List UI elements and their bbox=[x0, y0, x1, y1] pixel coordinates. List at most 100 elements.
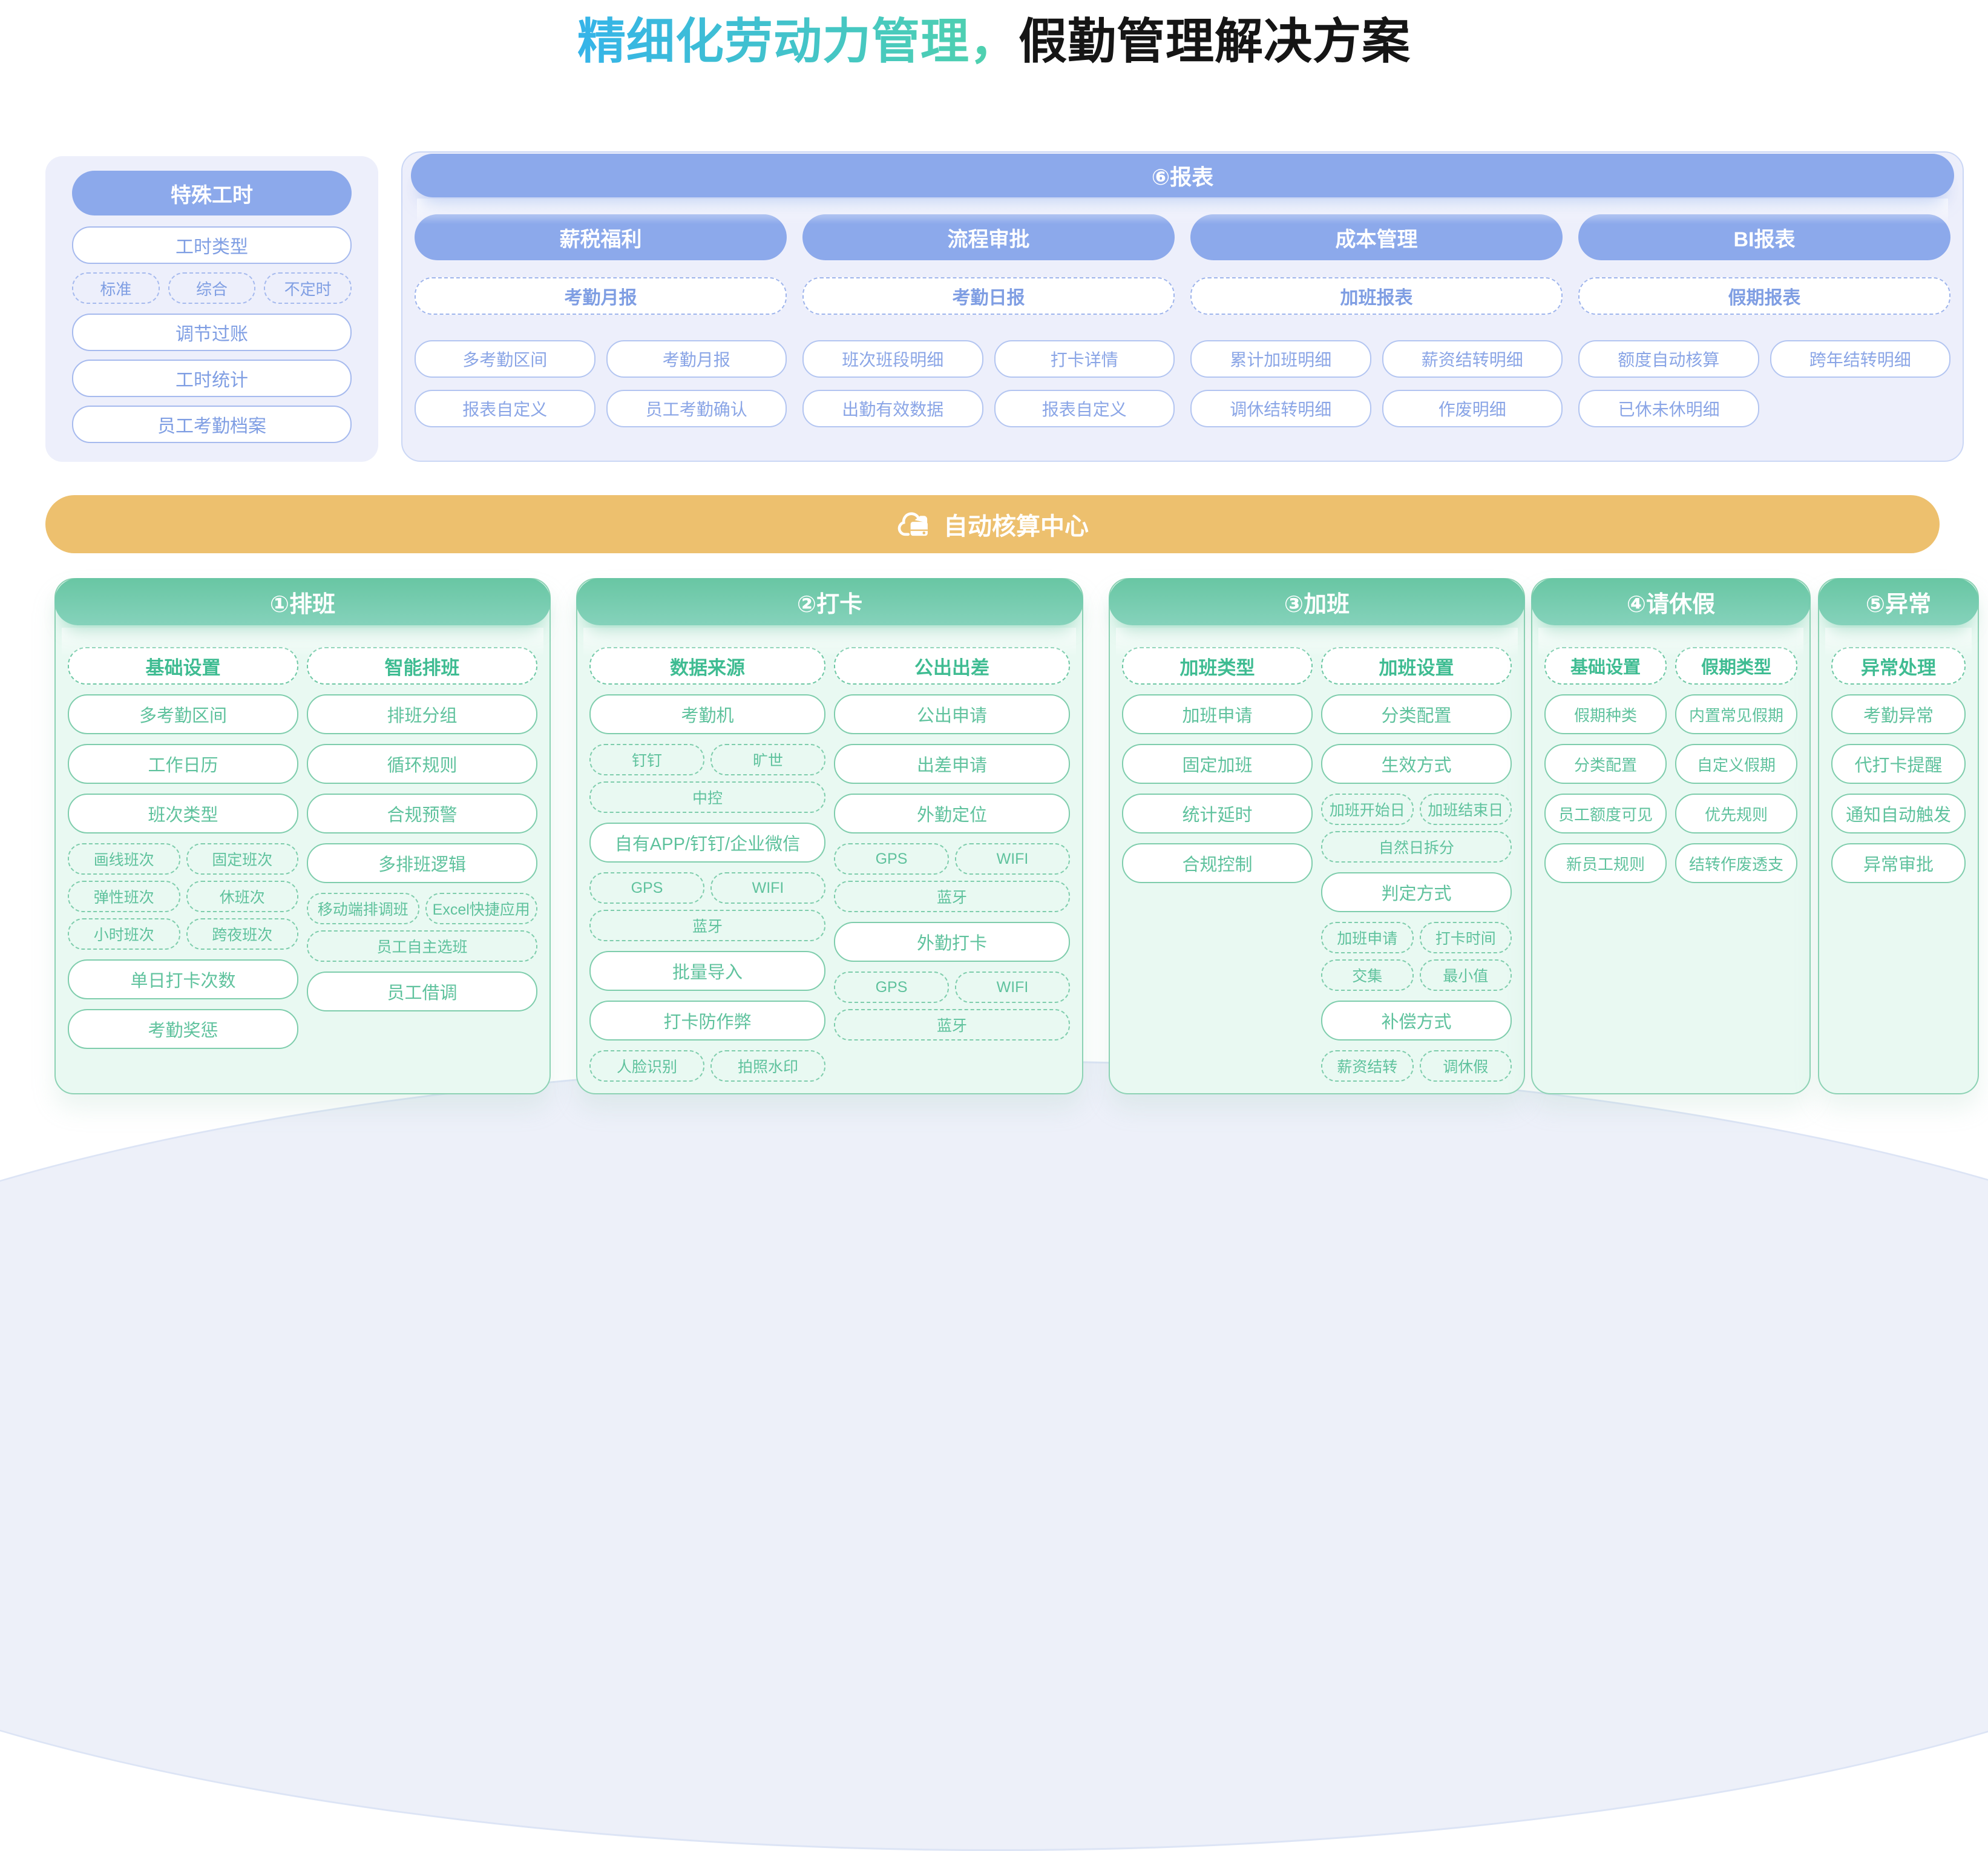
feature-tag: GPS bbox=[834, 972, 949, 1003]
feature-pill: 单日打卡次数 bbox=[68, 959, 298, 999]
feature-tag: 跨夜班次 bbox=[186, 918, 298, 950]
feature-tag: 画线班次 bbox=[68, 843, 180, 875]
feature-tag: 最小值 bbox=[1419, 959, 1512, 991]
feature-tag: GPS bbox=[589, 872, 704, 904]
report-featured-pill: 加班报表 bbox=[1190, 277, 1563, 315]
process-column: 异常处理考勤异常代打卡提醒通知自动触发异常审批 bbox=[1831, 647, 1966, 893]
feature-pill: 结转作废透支 bbox=[1675, 843, 1797, 883]
process-header-glow bbox=[1116, 628, 1518, 657]
process-panel-columns: 基础设置假期种类分类配置员工额度可见新员工规则假期类型内置常见假期自定义假期优先… bbox=[1544, 647, 1797, 893]
feature-tag: 自然日拆分 bbox=[1321, 831, 1512, 863]
feature-tag: 蓝牙 bbox=[834, 881, 1070, 912]
report-row: 调休结转明细作废明细 bbox=[1190, 390, 1563, 427]
feature-pill: 固定加班 bbox=[1122, 744, 1313, 784]
feature-tag: 蓝牙 bbox=[589, 910, 825, 941]
tag-row: 画线班次固定班次弹性班次休班次小时班次跨夜班次 bbox=[68, 843, 298, 950]
feature-tag: 小时班次 bbox=[68, 918, 180, 950]
report-row: 多考勤区间考勤月报 bbox=[415, 340, 787, 378]
tag-row: 加班申请打卡时间交集最小值 bbox=[1321, 922, 1512, 991]
process-panel-header: ③加班 bbox=[1109, 578, 1525, 625]
feature-tag: 标准 bbox=[72, 272, 160, 304]
feature-tag: 调休假 bbox=[1419, 1050, 1512, 1082]
cloud-server-icon bbox=[897, 512, 928, 536]
report-pill: 考勤月报 bbox=[606, 340, 787, 378]
report-pill: 多考勤区间 bbox=[415, 340, 595, 378]
special-hours-header: 特殊工时 bbox=[72, 171, 352, 215]
feature-pill: 生效方式 bbox=[1321, 744, 1512, 784]
report-pill: 额度自动核算 bbox=[1578, 340, 1759, 378]
page-title-rest: 假勤管理解决方案 bbox=[1019, 15, 1411, 68]
feature-tag: 加班申请 bbox=[1321, 922, 1414, 953]
feature-pill: 多排班逻辑 bbox=[307, 843, 537, 883]
feature-pill: 合规预警 bbox=[307, 794, 537, 833]
feature-pill: 班次类型 bbox=[68, 794, 298, 833]
report-pill: 跨年结转明细 bbox=[1770, 340, 1950, 378]
feature-pill: 异常审批 bbox=[1831, 843, 1966, 883]
background-ellipse bbox=[0, 1060, 1988, 1851]
report-panel: ⑥报表 薪税福利考勤月报多考勤区间考勤月报报表自定义员工考勤确认流程审批考勤日报… bbox=[401, 151, 1964, 462]
feature-pill: 工时统计 bbox=[72, 360, 352, 397]
process-header-glow bbox=[583, 628, 1076, 657]
process-header-glow bbox=[62, 628, 543, 657]
feature-tag: 弹性班次 bbox=[68, 881, 180, 912]
feature-tag: 员工自主选班 bbox=[307, 930, 537, 962]
feature-pill: 出差申请 bbox=[834, 744, 1070, 784]
feature-pill: 工时类型 bbox=[72, 226, 352, 264]
feature-tag: 打卡时间 bbox=[1419, 922, 1512, 953]
feature-pill: 多考勤区间 bbox=[68, 694, 298, 734]
feature-tag: 不定时 bbox=[264, 272, 352, 304]
feature-tag: 加班结束日 bbox=[1419, 794, 1512, 825]
report-column: BI报表假期报表额度自动核算跨年结转明细已休未休明细 bbox=[1578, 214, 1950, 439]
feature-tag: 薪资结转 bbox=[1321, 1050, 1414, 1082]
report-pill: 调休结转明细 bbox=[1190, 390, 1371, 427]
feature-tag: 休班次 bbox=[186, 881, 298, 912]
report-pill: 作废明细 bbox=[1382, 390, 1563, 427]
process-panel: ③加班加班类型加班申请固定加班统计延时合规控制加班设置分类配置生效方式加班开始日… bbox=[1109, 578, 1525, 1094]
report-pill: 出勤有效数据 bbox=[802, 390, 983, 427]
report-row: 出勤有效数据报表自定义 bbox=[802, 390, 1175, 427]
feature-tag: GPS bbox=[834, 843, 949, 875]
report-panel-header: ⑥报表 bbox=[411, 154, 1954, 197]
report-columns: 薪税福利考勤月报多考勤区间考勤月报报表自定义员工考勤确认流程审批考勤日报班次班段… bbox=[415, 214, 1950, 439]
report-pill: 薪资结转明细 bbox=[1382, 340, 1563, 378]
report-column: 流程审批考勤日报班次班段明细打卡详情出勤有效数据报表自定义 bbox=[802, 214, 1175, 439]
feature-pill: 加班申请 bbox=[1122, 694, 1313, 734]
feature-pill: 通知自动触发 bbox=[1831, 794, 1966, 833]
process-panel-columns: 异常处理考勤异常代打卡提醒通知自动触发异常审批 bbox=[1831, 647, 1966, 893]
auto-calc-center-label: 自动核算中心 bbox=[943, 513, 1089, 540]
feature-pill: 统计延时 bbox=[1122, 794, 1313, 833]
report-row: 报表自定义员工考勤确认 bbox=[415, 390, 787, 427]
feature-tag: 综合 bbox=[168, 272, 256, 304]
feature-tag: WIFI bbox=[955, 843, 1070, 875]
process-panel: ④请休假基础设置假期种类分类配置员工额度可见新员工规则假期类型内置常见假期自定义… bbox=[1531, 578, 1811, 1094]
process-column: 加班类型加班申请固定加班统计延时合规控制 bbox=[1122, 647, 1313, 1091]
process-panel-header: ④请休假 bbox=[1531, 578, 1811, 625]
feature-pill: 考勤机 bbox=[589, 694, 825, 734]
process-panel: ⑤异常异常处理考勤异常代打卡提醒通知自动触发异常审批 bbox=[1818, 578, 1979, 1094]
tag-row: 标准综合不定时 bbox=[72, 272, 352, 304]
process-column: 假期类型内置常见假期自定义假期优先规则结转作废透支 bbox=[1675, 647, 1797, 893]
report-featured-pill: 考勤日报 bbox=[802, 277, 1175, 315]
feature-tag: 中控 bbox=[589, 781, 825, 813]
report-pill: 员工考勤确认 bbox=[606, 390, 787, 427]
tag-row: 加班开始日加班结束日自然日拆分 bbox=[1321, 794, 1512, 863]
page-title-highlight: 精细化劳动力管理， bbox=[577, 15, 1019, 68]
feature-pill: 工作日历 bbox=[68, 744, 298, 784]
feature-pill: 判定方式 bbox=[1321, 872, 1512, 912]
feature-tag: WIFI bbox=[710, 872, 825, 904]
feature-tag: 钉钉 bbox=[589, 744, 704, 775]
report-row: 已休未休明细 bbox=[1578, 390, 1950, 427]
feature-tag: 交集 bbox=[1321, 959, 1414, 991]
auto-calc-center-bar: 自动核算中心 bbox=[45, 495, 1940, 553]
feature-pill: 批量导入 bbox=[589, 951, 825, 991]
report-column: 薪税福利考勤月报多考勤区间考勤月报报表自定义员工考勤确认 bbox=[415, 214, 787, 439]
process-panel-header: ⑤异常 bbox=[1818, 578, 1979, 625]
report-pill: 班次班段明细 bbox=[802, 340, 983, 378]
feature-pill: 打卡防作弊 bbox=[589, 1001, 825, 1041]
page-title: 精细化劳动力管理，假勤管理解决方案 bbox=[0, 2, 1988, 73]
